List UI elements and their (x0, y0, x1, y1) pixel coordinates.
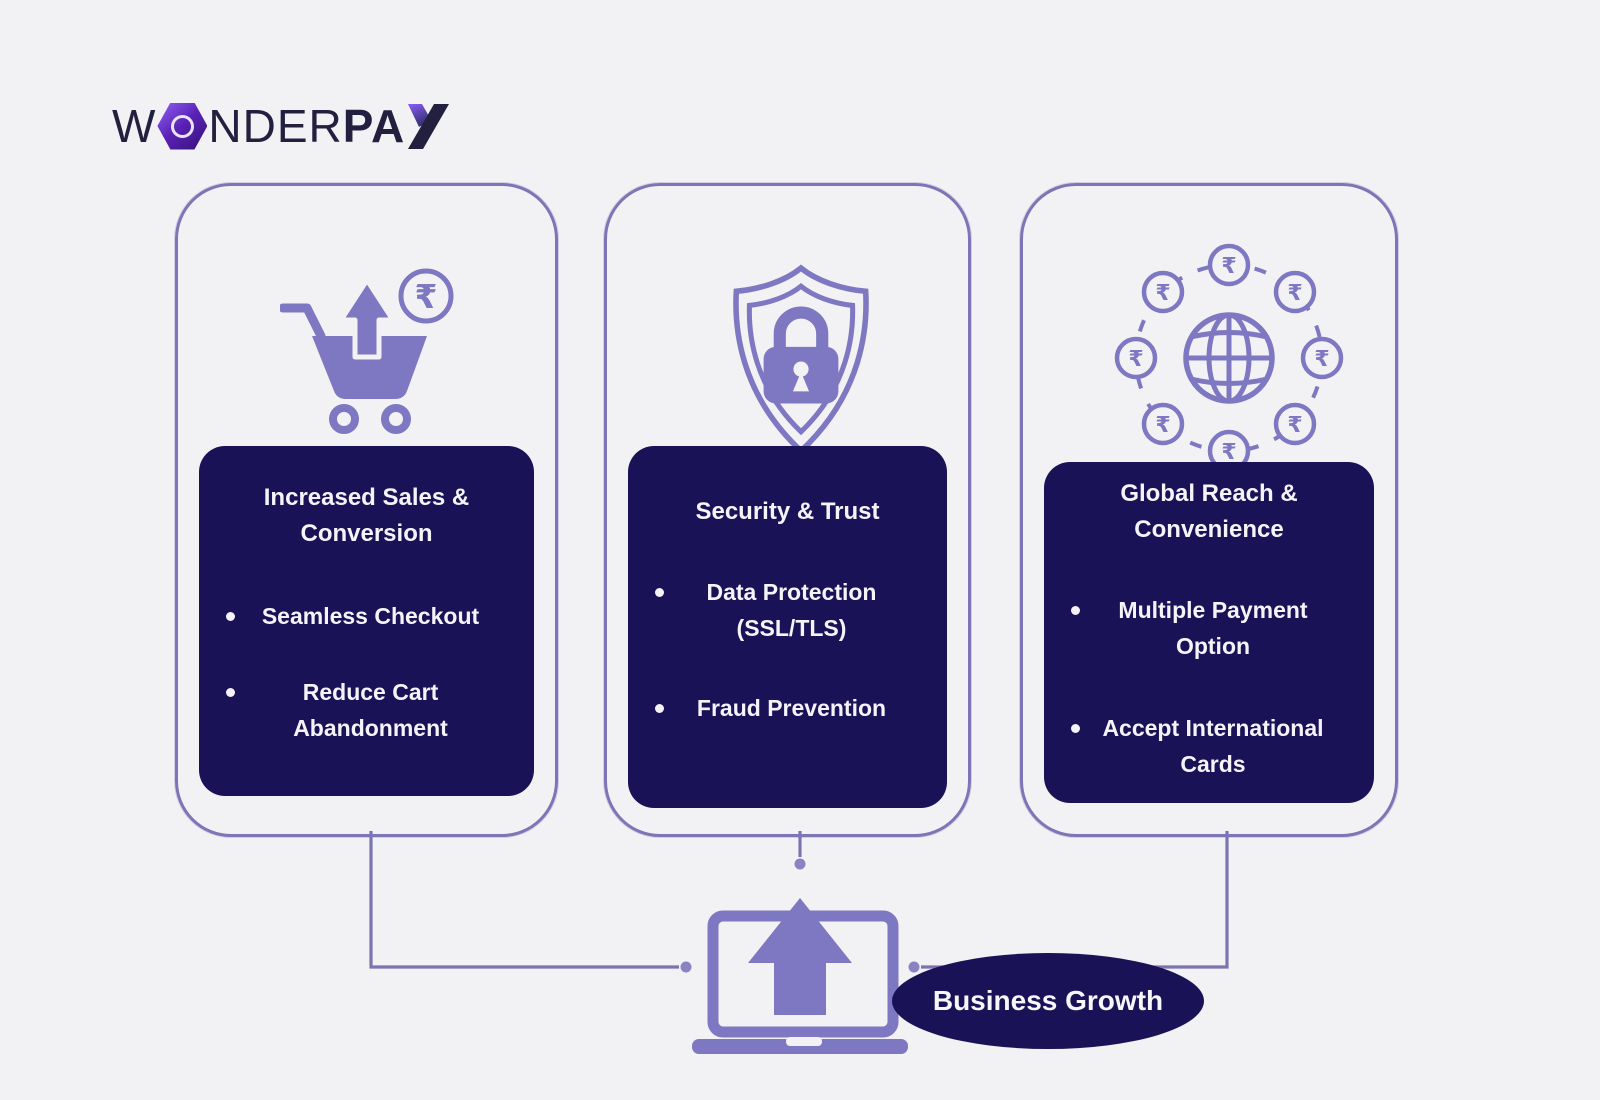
benefit-panel: Global Reach & Convenience Multiple Paym… (1044, 462, 1374, 803)
business-growth-ellipse: Business Growth (892, 953, 1204, 1049)
cart-up-arrow-rupee-icon: ₹ (278, 266, 458, 441)
bullet-item: Multiple Payment Option (1044, 592, 1374, 664)
bullet-text: Data Protection (SSL/TLS) (706, 579, 877, 641)
svg-text:₹: ₹ (1128, 347, 1143, 372)
bullet-item: Reduce Cart Abandonment (199, 674, 534, 746)
svg-text:₹: ₹ (415, 277, 438, 316)
bullet-text: Accept International Cards (1102, 715, 1324, 777)
svg-text:₹: ₹ (1221, 254, 1236, 279)
svg-text:₹: ₹ (1155, 413, 1170, 438)
panel-title: Global Reach & Convenience (1120, 480, 1298, 543)
logo-text-nder: NDER (208, 100, 343, 152)
card-security-trust: Security & Trust Data Protection (SSL/TL… (604, 183, 971, 837)
bullet-dot-icon (1071, 724, 1080, 733)
bullet-text: Seamless Checkout (261, 603, 480, 629)
rupee-coins: ₹ ₹ ₹ ₹ ₹ ₹ ₹ ₹ (1114, 243, 1344, 473)
hexagon-o-icon (157, 102, 208, 150)
bullet-item: Seamless Checkout (199, 598, 534, 634)
bullet-dot-icon (655, 704, 664, 713)
logo-text-w: W (112, 100, 157, 152)
benefit-panel: Increased Sales & Conversion Seamless Ch… (199, 446, 534, 796)
svg-text:₹: ₹ (1314, 347, 1329, 372)
stylized-y-icon (408, 104, 450, 149)
svg-text:₹: ₹ (1221, 440, 1236, 465)
svg-text:₹: ₹ (1287, 281, 1302, 306)
wonderpay-logo: W NDER PA (112, 98, 450, 154)
panel-title: Increased Sales & Conversion (263, 484, 470, 547)
business-growth-label: Business Growth (932, 985, 1164, 1016)
bullet-text: Multiple Payment Option (1118, 597, 1308, 659)
logo-text-pa: PA (342, 100, 406, 152)
panel-title: Security & Trust (695, 498, 880, 525)
bullet-dot-icon (226, 688, 235, 697)
bullet-text: Reduce Cart Abandonment (293, 679, 448, 741)
svg-text:₹: ₹ (1155, 281, 1170, 306)
bullet-dot-icon (226, 612, 235, 621)
bullet-dot-icon (1071, 606, 1080, 615)
bullet-text: Fraud Prevention (696, 695, 887, 721)
card-global-reach: ₹ ₹ ₹ ₹ ₹ ₹ ₹ ₹ Globa (1020, 183, 1398, 837)
hexagon-ring-icon (170, 114, 194, 138)
svg-text:₹: ₹ (1287, 413, 1302, 438)
bullet-item: Accept International Cards (1044, 710, 1374, 782)
card-increased-sales: ₹ Increased Sales & Conversion Seamless … (175, 183, 558, 837)
globe-rupee-coins-icon: ₹ ₹ ₹ ₹ ₹ ₹ ₹ ₹ (1113, 242, 1345, 479)
shield-lock-icon (715, 264, 887, 461)
bullet-item: Fraud Prevention (628, 690, 947, 726)
bullet-item: Data Protection (SSL/TLS) (628, 574, 947, 646)
benefit-panel: Security & Trust Data Protection (SSL/TL… (628, 446, 947, 808)
laptop-upload-icon (668, 882, 918, 1067)
bullet-dot-icon (655, 588, 664, 597)
